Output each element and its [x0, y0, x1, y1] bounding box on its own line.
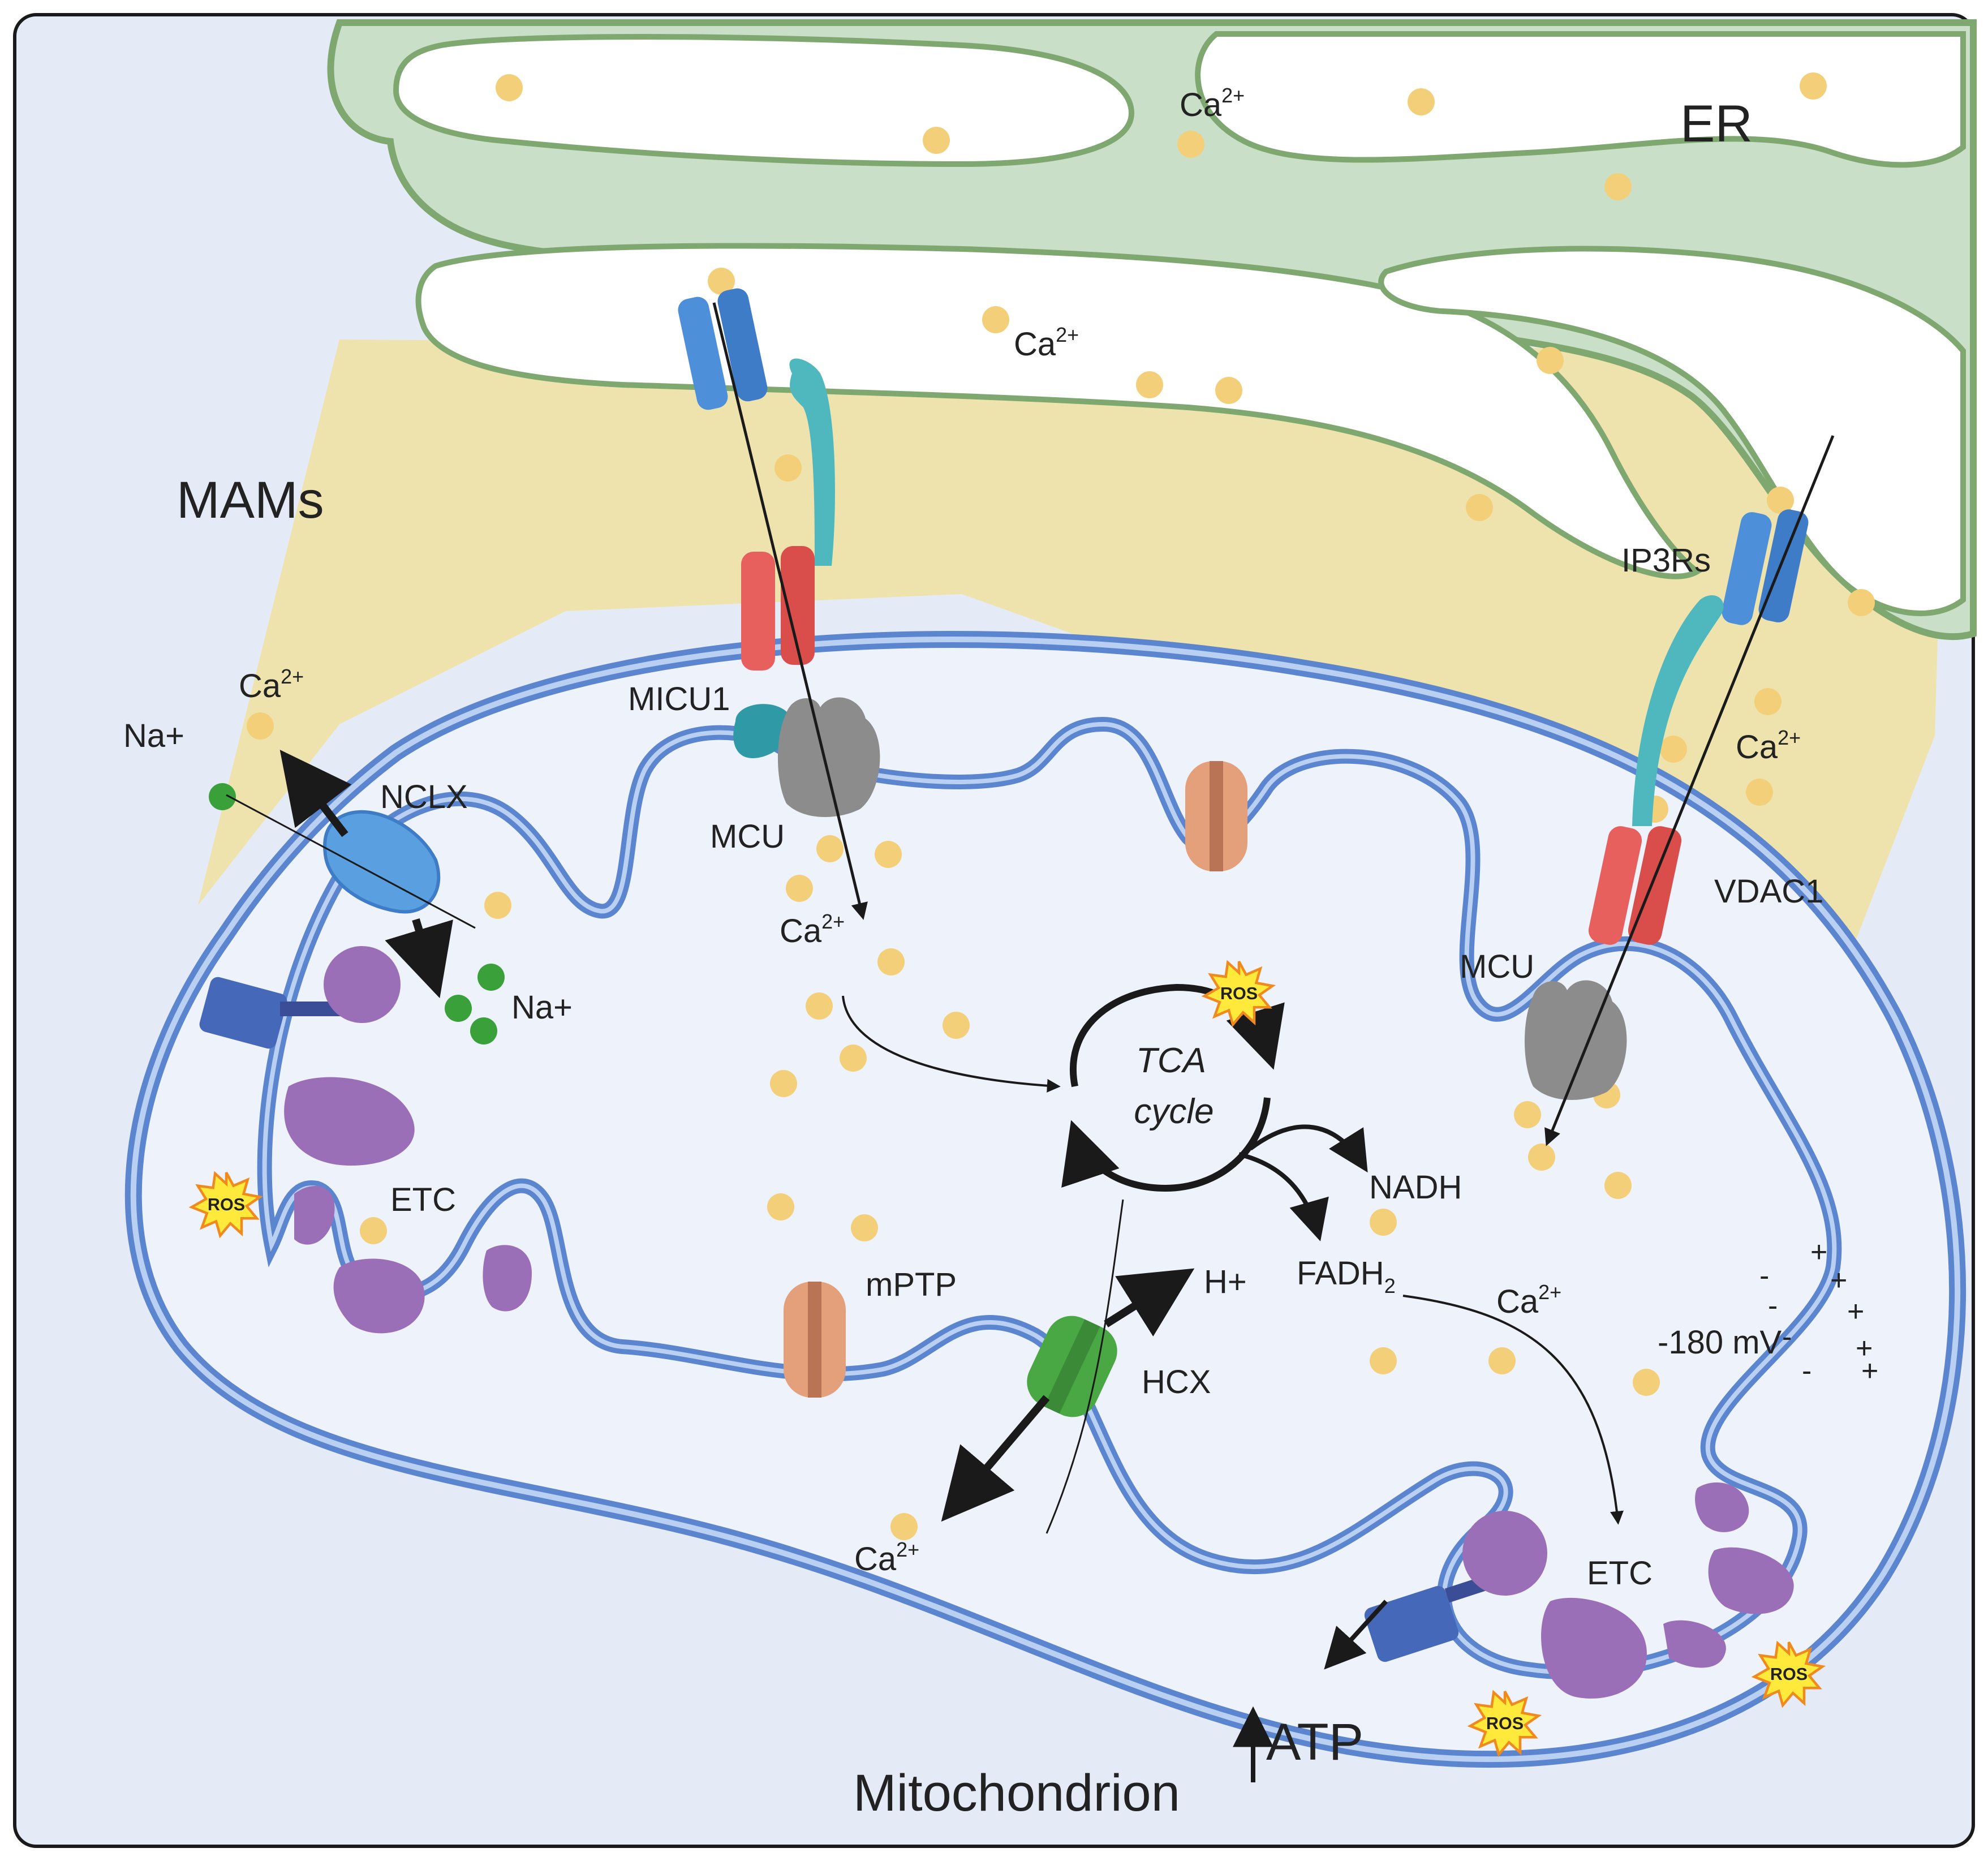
ca-label: Ca2+	[780, 910, 845, 949]
ros-badge-tca: ROS	[1204, 961, 1273, 1025]
etc-left-label: ETC	[390, 1181, 456, 1218]
grp75-right	[1632, 595, 1724, 826]
svg-text:+: +	[1830, 1264, 1847, 1297]
mcu-right-label: MCU	[1460, 948, 1534, 985]
mptp-top	[1185, 761, 1247, 871]
svg-text:-: -	[1782, 1321, 1792, 1353]
tca-to-nadh-arrow	[1249, 1124, 1368, 1173]
mcu-left	[778, 697, 880, 817]
ca-label: Ca2+	[1496, 1280, 1561, 1320]
atp-arrow	[1324, 1600, 1388, 1670]
nclx-line	[226, 794, 476, 929]
ip3rs-label: IP3Rs	[1621, 542, 1711, 579]
na-influx-arrow	[385, 918, 453, 999]
etc-right-label: ETC	[1587, 1555, 1653, 1592]
ca-label: Ca2+	[1014, 323, 1079, 363]
tca-to-fadh-arrow	[1238, 1152, 1329, 1241]
ros-label: ROS	[1770, 1665, 1808, 1684]
ca-influx-arrow-left	[712, 302, 868, 920]
ca-labels: Ca2+ Ca2+ Ca2+ Ca2+ Ca2+ Ca2+ Ca2+	[239, 84, 1801, 1578]
membrane-potential-label: -180 mV	[1658, 1324, 1782, 1361]
tca-to-hcx-curve	[1045, 1199, 1124, 1534]
mitochondrion-label: Mitochondrion	[853, 1764, 1180, 1822]
ca-label: Ca2+	[1180, 84, 1245, 123]
vdac1-label: VDAC1	[1714, 873, 1823, 910]
fadh-to-etc-arrow	[1402, 1295, 1624, 1525]
mams-label: MAMs	[177, 471, 324, 529]
cycle-label: cycle	[1134, 1092, 1214, 1131]
mams-region	[198, 339, 1946, 1132]
svg-text:+: +	[1856, 1332, 1873, 1365]
svg-text:+: +	[1810, 1236, 1827, 1269]
ros-badge-bottom: ROS	[1470, 1691, 1539, 1755]
svg-text:-: -	[1759, 1260, 1769, 1292]
na-plus-outer-label: Na+	[123, 717, 184, 754]
er-label: ER	[1680, 95, 1753, 153]
ros-badge-left: ROS	[192, 1172, 260, 1236]
micu1	[733, 704, 793, 758]
atp-label: ATP	[1266, 1713, 1363, 1771]
membrane-charges: + + + + + - - - -	[1759, 1236, 1878, 1387]
ca-to-tca-arrow	[842, 995, 1061, 1093]
nclx-exchanger	[323, 810, 441, 914]
na-plus-inner-label: Na+	[511, 989, 573, 1026]
hcx-label: HCX	[1142, 1364, 1211, 1400]
svg-text:+: +	[1847, 1295, 1864, 1328]
etc-left	[199, 946, 532, 1334]
ca-efflux-arrow	[941, 1395, 1050, 1522]
tca-label: TCA	[1136, 1041, 1206, 1080]
ros-label: ROS	[1486, 1714, 1524, 1733]
nclx-label: NCLX	[380, 779, 468, 815]
mptp-label: mPTP	[866, 1266, 957, 1303]
micu1-label: MICU1	[628, 681, 730, 717]
ca-influx-arrow-right	[1544, 435, 1835, 1146]
ca-label: Ca2+	[854, 1538, 919, 1578]
ca-label: Ca2+	[239, 665, 304, 704]
vdac1-right	[1588, 826, 1682, 945]
mitochondrion	[124, 631, 1967, 1768]
etc-right	[1364, 1482, 1794, 1699]
hcx-exchanger	[1027, 1316, 1117, 1417]
h-plus-arrow	[1104, 1268, 1195, 1337]
grp75-left	[789, 358, 835, 566]
ros-label: ROS	[208, 1195, 245, 1214]
sodium-ions	[209, 783, 505, 1045]
ros-badge-right: ROS	[1754, 1642, 1823, 1705]
vdac1-left	[741, 546, 815, 671]
ros-label: ROS	[1220, 984, 1258, 1003]
mcu-left-label: MCU	[710, 818, 785, 855]
ca-label: Ca2+	[1736, 726, 1801, 766]
calcium-ions	[247, 72, 1875, 1540]
fadh2-label: FADH2	[1297, 1255, 1396, 1297]
na-efflux-arrow	[279, 750, 352, 837]
svg-text:-: -	[1802, 1355, 1811, 1387]
nadh-label: NADH	[1369, 1169, 1462, 1206]
svg-text:-: -	[1768, 1290, 1778, 1322]
h-plus-label: H+	[1204, 1263, 1247, 1300]
svg-text:+: +	[1861, 1355, 1878, 1387]
ip3r-channel-right	[1722, 509, 1809, 625]
mptp-left	[784, 1282, 846, 1398]
ip3r-channel-left	[678, 288, 768, 410]
